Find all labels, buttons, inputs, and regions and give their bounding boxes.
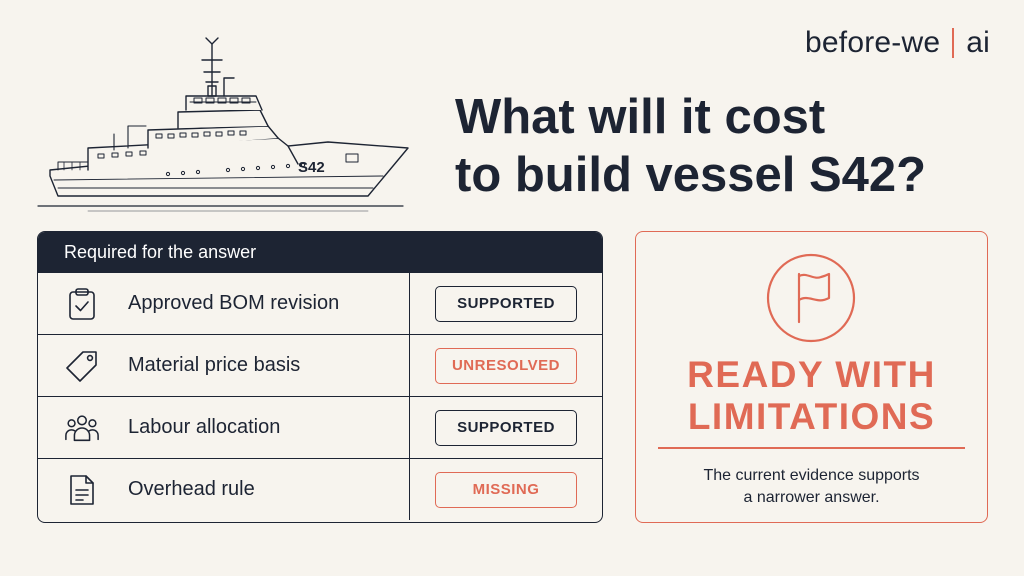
document-icon [64, 472, 100, 508]
ship-hull-marking: S42 [298, 159, 325, 176]
verdict-note-line-1: The current evidence supports [703, 467, 920, 484]
price-tag-icon [64, 348, 100, 384]
page-title: What will it cost to build vessel S42? [455, 88, 975, 204]
title-line-2: to build vessel S42? [455, 148, 927, 202]
requirements-table: Required for the answer Approved BOM rev… [37, 231, 603, 523]
table-row: Material price basis UNRESOLVED [38, 334, 602, 396]
ship-illustration: S42 [37, 37, 409, 212]
brand-suffix: ai [966, 26, 990, 59]
row-label: Labour allocation [128, 416, 281, 438]
status-badge: UNRESOLVED [435, 347, 577, 384]
people-group-icon [64, 410, 100, 446]
row-label: Overhead rule [128, 478, 255, 500]
title-line-1: What will it cost [455, 90, 826, 144]
brand-name: before-we [805, 26, 941, 59]
brand-separator [952, 28, 955, 58]
verdict-note: The current evidence supports a narrower… [636, 465, 987, 509]
requirements-header: Required for the answer [38, 232, 602, 272]
verdict-panel: READY WITH LIMITATIONS The current evide… [635, 231, 988, 523]
verdict-title-line-1: READY WITH [687, 354, 936, 395]
verdict-title: READY WITH LIMITATIONS [636, 354, 987, 438]
table-row: Approved BOM revision SUPPORTED [38, 272, 602, 334]
verdict-note-line-2: a narrower answer. [743, 489, 880, 506]
status-badge: MISSING [435, 471, 577, 508]
verdict-divider [658, 447, 965, 449]
verdict-title-line-2: LIMITATIONS [687, 396, 936, 437]
clipboard-check-icon [64, 286, 100, 322]
table-row: Overhead rule MISSING [38, 458, 602, 520]
row-label: Approved BOM revision [128, 292, 340, 314]
table-row: Labour allocation SUPPORTED [38, 396, 602, 458]
row-label: Material price basis [128, 354, 301, 376]
status-badge: SUPPORTED [435, 409, 577, 446]
status-badge: SUPPORTED [435, 285, 577, 322]
brand-logo: before-we ai [805, 26, 990, 60]
flag-icon [766, 253, 856, 343]
